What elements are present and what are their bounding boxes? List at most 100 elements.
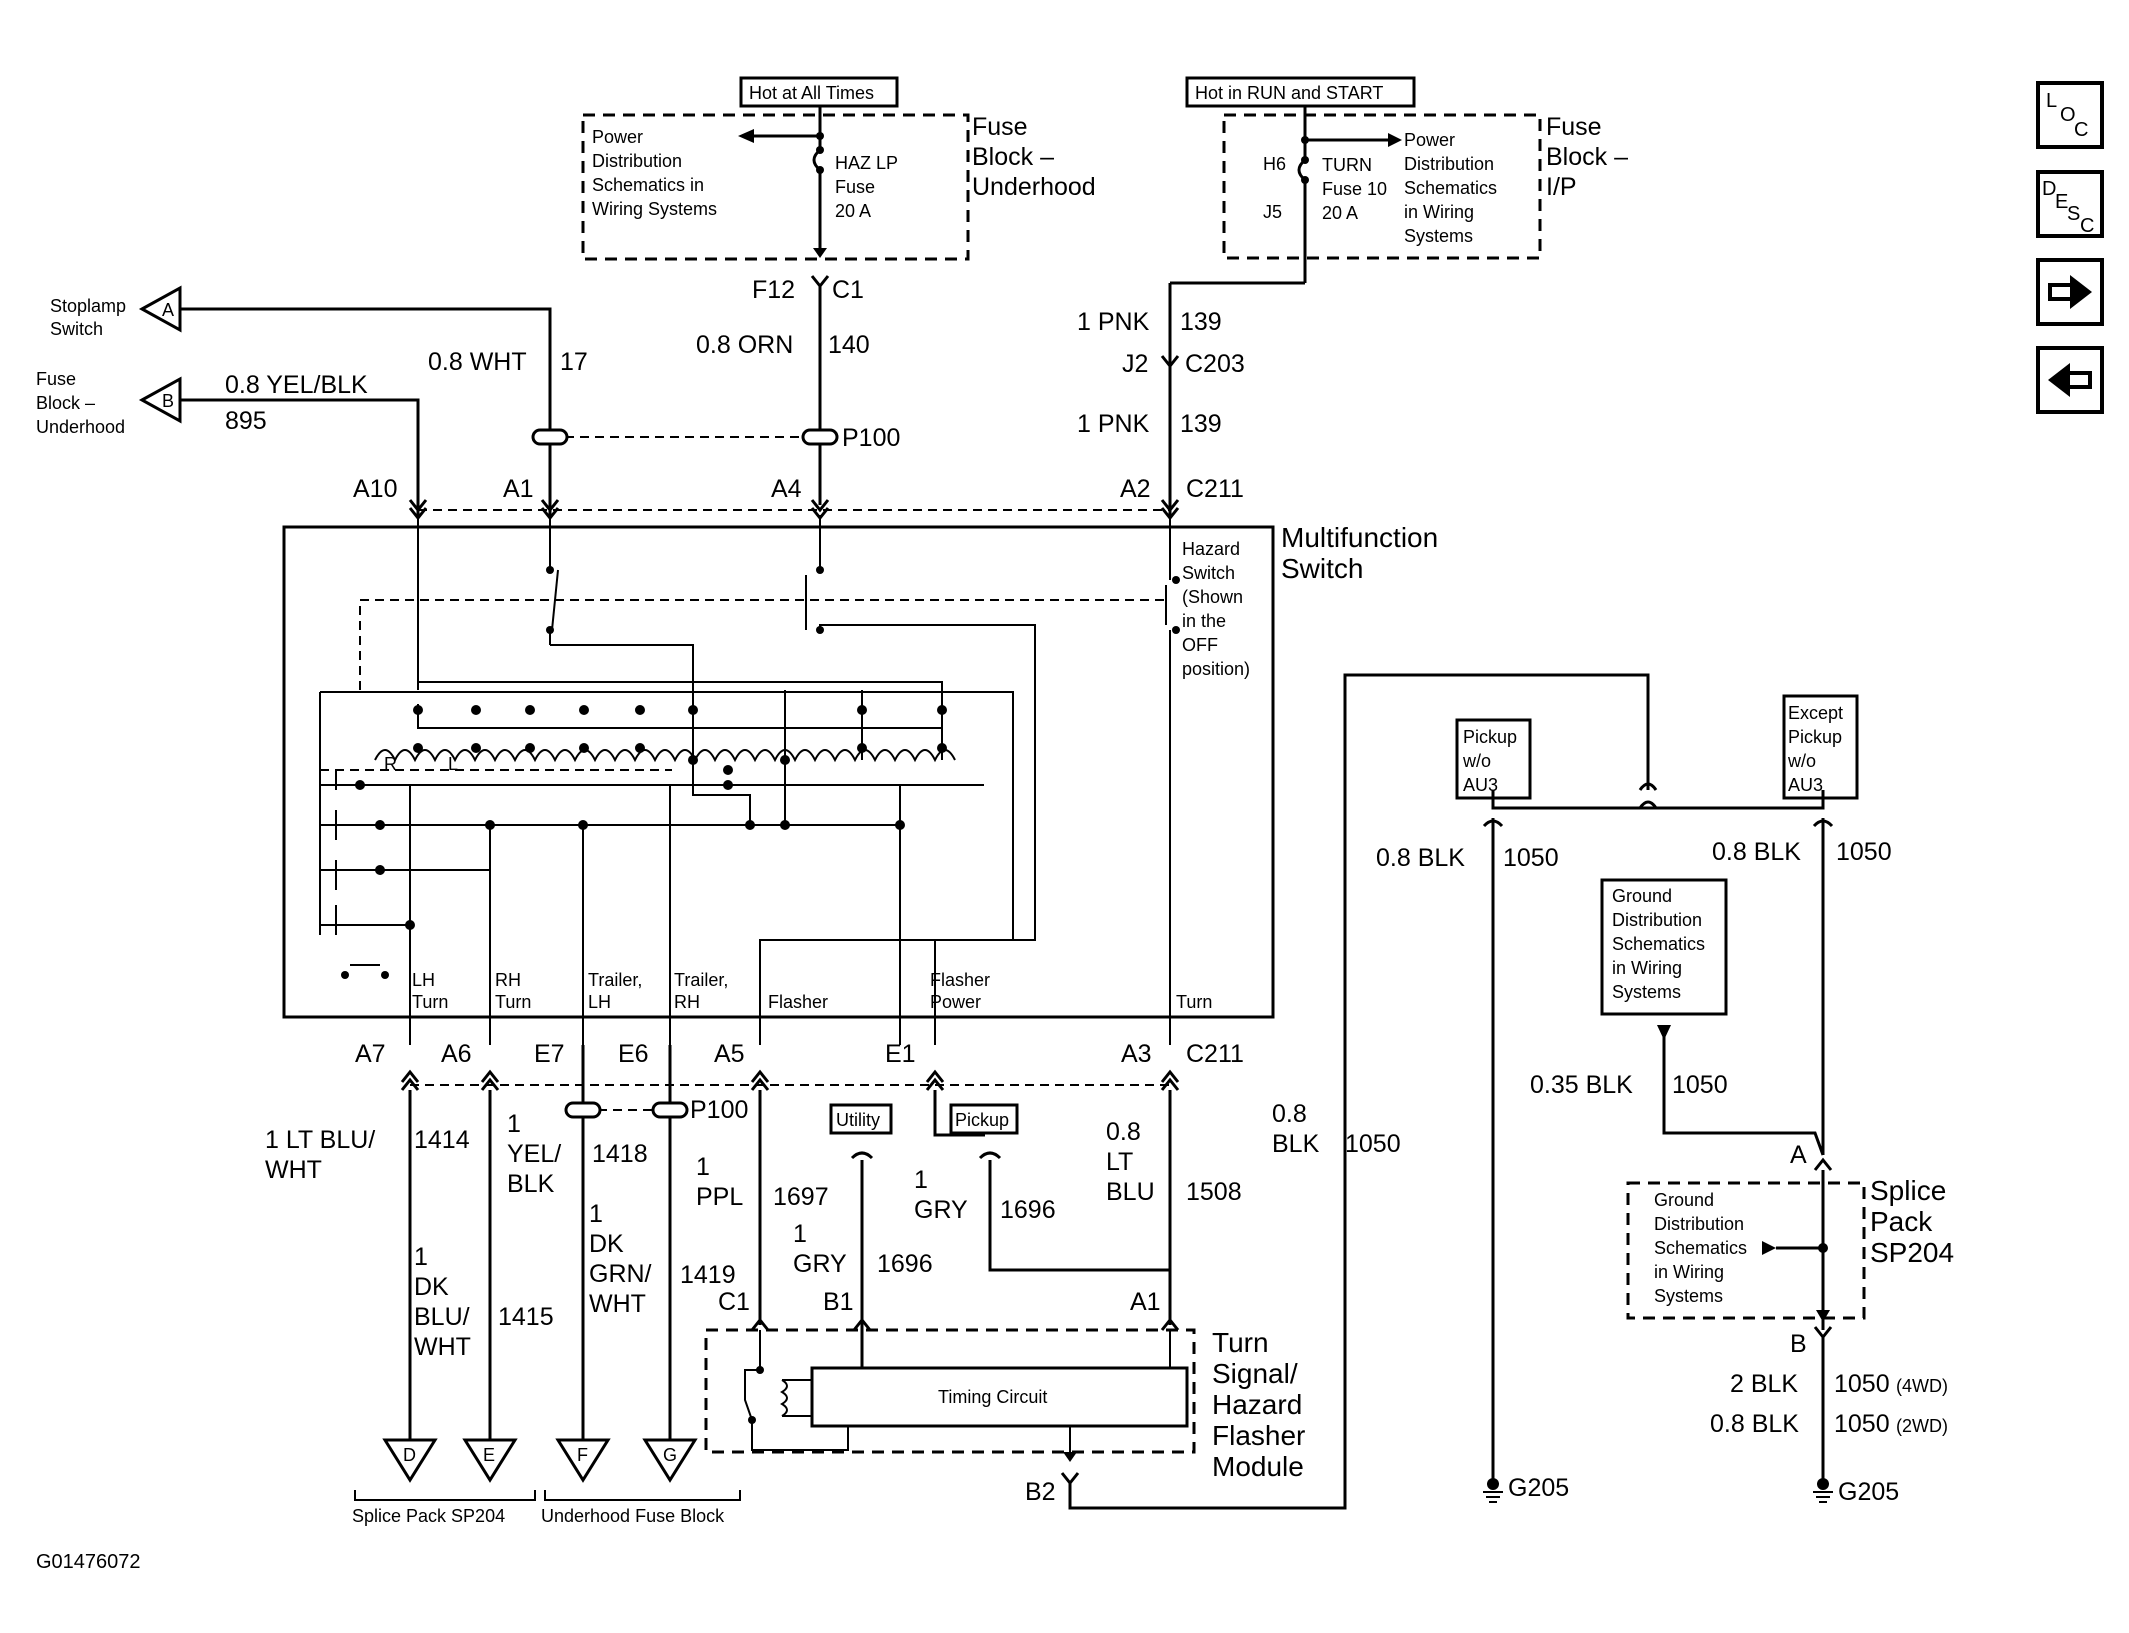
svg-text:D: D [403,1445,416,1465]
wht-wire-label: 0.8 WHT 17 [428,348,588,376]
turn-fuse-text: TURN Fuse 10 20 A [1322,155,1387,223]
turn-fuse-wire [1168,106,1402,515]
svg-text:E1: E1 [885,1040,916,1068]
svg-text:A: A [162,300,174,320]
svg-text:Wiring Systems: Wiring Systems [592,199,717,219]
svg-text:Multifunction: Multifunction [1281,522,1438,553]
svg-text:Pickup: Pickup [1463,727,1517,747]
svg-text:1050: 1050 [1345,1130,1401,1158]
svg-text:Turn: Turn [412,992,448,1012]
svg-text:OFF: OFF [1182,635,1218,655]
svg-text:Underhood Fuse Block: Underhood Fuse Block [541,1506,725,1526]
svg-text:(4WD): (4WD) [1896,1376,1948,1396]
svg-text:1508: 1508 [1186,1178,1242,1206]
svg-text:Schematics: Schematics [1612,934,1705,954]
svg-text:1050: 1050 [1834,1410,1890,1438]
svg-text:position): position) [1182,659,1250,679]
previous-page-button[interactable] [2036,346,2104,414]
svg-text:w/o: w/o [1462,751,1491,771]
svg-text:A5: A5 [714,1040,745,1068]
flasher-module-pins: C1 B1 A1 [718,1288,1180,1331]
svg-text:E: E [483,1445,495,1465]
power-dist-right-text: Power Distribution Schematics in Wiring … [1404,130,1497,246]
svg-text:1419: 1419 [680,1261,736,1289]
svg-text:Schematics in: Schematics in [592,175,704,195]
svg-text:Timing Circuit: Timing Circuit [938,1387,1047,1407]
svg-text:Underhood: Underhood [36,417,125,437]
svg-text:Distribution: Distribution [1654,1214,1744,1234]
svg-text:Ground: Ground [1612,886,1672,906]
svg-text:1050: 1050 [1836,838,1892,866]
svg-text:GRY: GRY [793,1250,847,1278]
svg-text:D: D [2042,178,2056,200]
hot-in-run-start-label: Hot in RUN and START [1185,76,1416,108]
blk-1050-b-label: 0.8 BLK 1050 [1712,838,1892,866]
svg-text:Switch: Switch [1281,553,1363,584]
haz-fuse-wire [738,106,827,258]
svg-text:0.8 WHT: 0.8 WHT [428,348,527,376]
description-button[interactable]: D E S C [2036,170,2104,238]
svg-text:L: L [2046,90,2057,112]
next-page-button[interactable] [2036,258,2104,326]
top-pin-labels: A10 A1 A4 A2 C211 [353,475,1244,503]
svg-text:Hot in RUN and START: Hot in RUN and START [1195,83,1383,103]
splice-pack-sp204: A Ground Distribution Schematics in Wiri… [1626,1141,1954,1358]
blk-035-wire: 0.35 BLK 1050 [1530,1025,1825,1156]
bottom-pin-labels: A7 A6 E7 E6 A5 E1 A3 C211 [355,1040,1244,1068]
svg-text:A4: A4 [771,475,802,503]
svg-text:1 PNK: 1 PNK [1077,410,1150,438]
svg-text:BLU/: BLU/ [414,1303,470,1331]
svg-text:20 A: 20 A [1322,203,1358,223]
svg-text:H6: H6 [1263,154,1286,174]
svg-text:O: O [2060,104,2076,126]
svg-text:AU3: AU3 [1463,775,1498,795]
fuse-block-ip-label: Fuse Block – I/P [1546,113,1628,201]
flasher-module-internals: Timing Circuit [744,1330,1189,1462]
hot-at-all-times-label: Hot at All Times [739,76,899,108]
svg-text:E6: E6 [618,1040,649,1068]
svg-text:0.35 BLK: 0.35 BLK [1530,1071,1633,1099]
location-button[interactable]: L O C [2036,81,2104,149]
svg-text:P100: P100 [842,424,900,452]
svg-text:17: 17 [560,348,588,376]
svg-text:Systems: Systems [1654,1286,1723,1306]
fuse-block-ip-box [1222,113,1542,260]
svg-text:SP204: SP204 [1870,1237,1954,1268]
except-pickup-label: Except Pickup w/o AU3 [1782,694,1859,800]
svg-text:DK: DK [589,1230,624,1258]
svg-text:0.8 BLK: 0.8 BLK [1710,1410,1799,1438]
svg-text:A1: A1 [1130,1288,1161,1316]
arrow-right-icon [2048,275,2092,309]
svg-text:1696: 1696 [1000,1196,1056,1224]
p100-top-connector: P100 [531,424,900,452]
svg-text:E7: E7 [534,1040,565,1068]
svg-text:Block –: Block – [36,393,95,413]
haz-lp-fuse-text: HAZ LP Fuse 20 A [835,153,898,221]
orn-wire-label: 0.8 ORN 140 [696,331,870,359]
svg-text:A3: A3 [1121,1040,1152,1068]
fuse-block-underhood-ref: Fuse Block – Underhood B [36,369,182,437]
svg-text:1415: 1415 [498,1303,554,1331]
ground-right-wire: 2 BLK 1050 (4WD) 0.8 BLK 1050 (2WD) [1710,1337,1948,1480]
svg-text:G: G [663,1445,677,1465]
svg-text:in Wiring: in Wiring [1612,958,1682,978]
svg-text:in Wiring: in Wiring [1404,202,1474,222]
svg-text:B: B [162,391,174,411]
svg-text:Systems: Systems [1404,226,1473,246]
svg-text:1: 1 [414,1243,428,1271]
svg-text:RH: RH [495,970,521,990]
svg-text:139: 139 [1180,410,1222,438]
svg-text:(Shown: (Shown [1182,587,1243,607]
svg-text:Trailer,: Trailer, [674,970,728,990]
svg-text:0.8: 0.8 [1272,1100,1307,1128]
svg-text:RH: RH [674,992,700,1012]
svg-text:C203: C203 [1185,350,1245,378]
pickup-no-au3-label: Pickup w/o AU3 [1455,718,1532,800]
svg-text:BLK: BLK [507,1170,555,1198]
svg-text:WHT: WHT [589,1290,646,1318]
svg-text:2 BLK: 2 BLK [1730,1370,1798,1398]
blk-1050-a-label: 0.8 BLK 1050 [1376,844,1559,872]
mfs-output-labels: LH Turn RH Turn Trailer, LH Trailer, RH … [412,970,1212,1012]
svg-text:GRN/: GRN/ [589,1260,652,1288]
svg-text:in the: in the [1182,611,1226,631]
